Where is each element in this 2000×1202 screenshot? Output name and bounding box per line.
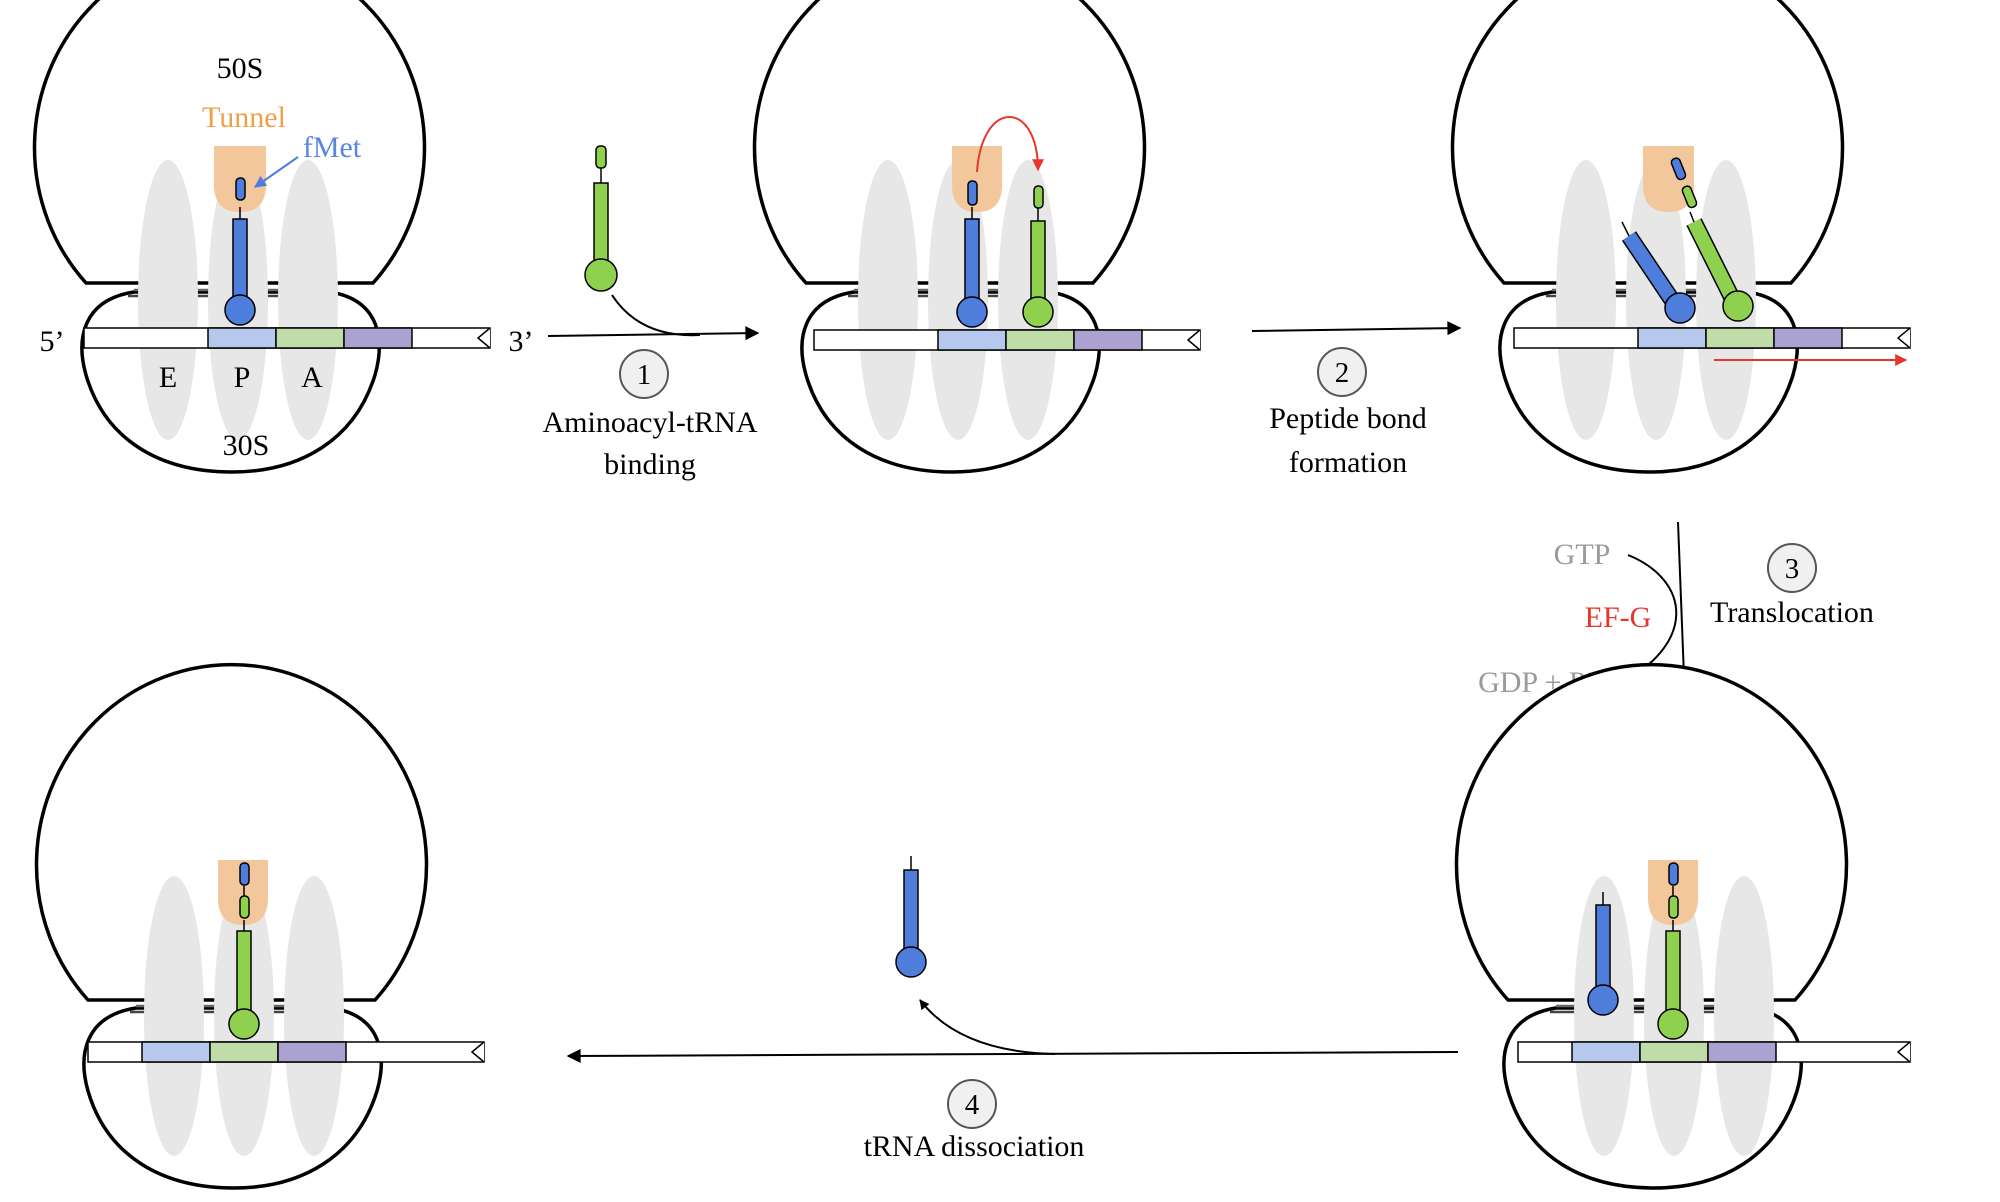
label-5-prime: 5’ (40, 325, 65, 358)
peptidyl-trna-p-site (1657, 862, 1689, 1040)
e-site (144, 876, 204, 1156)
incoming-aminoacyl-trna (584, 145, 618, 292)
codon-p (209, 1041, 279, 1063)
deacylated-trna-tilted (1621, 221, 1696, 324)
e-site (858, 160, 918, 440)
codon-a (1705, 327, 1775, 349)
step-4-number: 4 (965, 1089, 980, 1121)
codon-e (141, 1041, 211, 1063)
label-tunnel: Tunnel (202, 101, 286, 134)
peptidyl-trna-tilted (1670, 157, 1754, 322)
step-2-title-line2: formation (1289, 446, 1407, 479)
e-site (1556, 160, 1616, 440)
peptidyl-transfer-arrow (976, 116, 1044, 173)
step1-arrow (547, 326, 760, 341)
exit-tunnel (952, 146, 1002, 212)
aminoacyl-trna-a-site (1022, 185, 1054, 328)
label-ef-g: EF-G (1585, 601, 1652, 634)
label-3-prime: 3’ (509, 325, 534, 358)
step-1-title-line1: Aminoacyl-tRNA (543, 406, 758, 439)
release-curve-arrow (919, 999, 1056, 1055)
mrna-3-end (1896, 1041, 1911, 1063)
step-2-number: 2 (1335, 357, 1350, 389)
binding-curve-arrow (611, 294, 701, 337)
label-30s: 30S (223, 429, 270, 462)
fmet-trna (224, 177, 256, 326)
codon-e (1571, 1041, 1641, 1063)
a-site (284, 876, 344, 1156)
step-3-title: Translocation (1710, 596, 1874, 629)
codon-a (1005, 329, 1075, 351)
step-3-badge (1767, 543, 1817, 593)
codon-a (277, 1041, 347, 1063)
step-3-number: 3 (1785, 553, 1800, 585)
codon-next (1773, 327, 1843, 349)
ribosome-panel-peptide-bond (1450, 0, 1911, 474)
a-site (278, 160, 338, 440)
step2-arrow (1251, 321, 1462, 336)
codon-p (1639, 1041, 1709, 1063)
fmet-pointer-arrow (254, 156, 299, 188)
ribosome-panel-initial: 50S Tunnel fMet 5’ 3’ E P A 30S (32, 0, 534, 474)
deacylated-trna-e-site (1587, 892, 1619, 1016)
step-2-label: 2 Peptide bond formation (1269, 347, 1427, 479)
step4-arrow (566, 1048, 1459, 1063)
step-2-title-line1: Peptide bond (1269, 402, 1427, 435)
step-1-number: 1 (637, 359, 652, 391)
fmet-trna-p-site (956, 180, 988, 328)
label-site-e: E (159, 361, 177, 394)
step-1-title-line2: binding (604, 448, 696, 481)
ribosome-panel-ready (34, 662, 485, 1190)
codon-p (1637, 327, 1707, 349)
codon-p (937, 329, 1007, 351)
label-site-a: A (301, 361, 323, 394)
step-4-label: 4 tRNA dissociation (864, 1079, 1085, 1163)
codon-next (343, 327, 413, 349)
step-1-label: 1 Aminoacyl-tRNA binding (543, 349, 758, 481)
label-gtp: GTP (1554, 538, 1611, 571)
codon-a (275, 327, 345, 349)
e-site (1574, 876, 1634, 1156)
released-trna (895, 856, 927, 978)
codon-a (1707, 1041, 1777, 1063)
peptidyl-trna-p-site (228, 862, 260, 1040)
ribosome-panel-translocated (1454, 662, 1911, 1190)
codon-p (207, 327, 277, 349)
label-fmet: fMet (303, 131, 362, 164)
exit-tunnel (218, 860, 268, 925)
mrna-3-end (470, 1041, 485, 1063)
mrna-3-end (1896, 327, 1911, 349)
label-site-p: P (234, 361, 251, 394)
step-3-label: 3 Translocation (1710, 543, 1874, 629)
codon-next (1073, 329, 1143, 351)
step-4-title: tRNA dissociation (864, 1130, 1085, 1163)
mrna-3-end (476, 327, 491, 349)
ribosome-panel-aa-bound (752, 0, 1201, 474)
e-site (138, 160, 198, 440)
label-50s: 50S (217, 52, 264, 85)
mrna-3-end (1186, 329, 1201, 351)
step-4-badge (947, 1079, 997, 1129)
a-site (1714, 876, 1774, 1156)
step-1-badge (619, 349, 669, 399)
p-site (1626, 160, 1686, 440)
step-2-badge (1317, 347, 1367, 397)
